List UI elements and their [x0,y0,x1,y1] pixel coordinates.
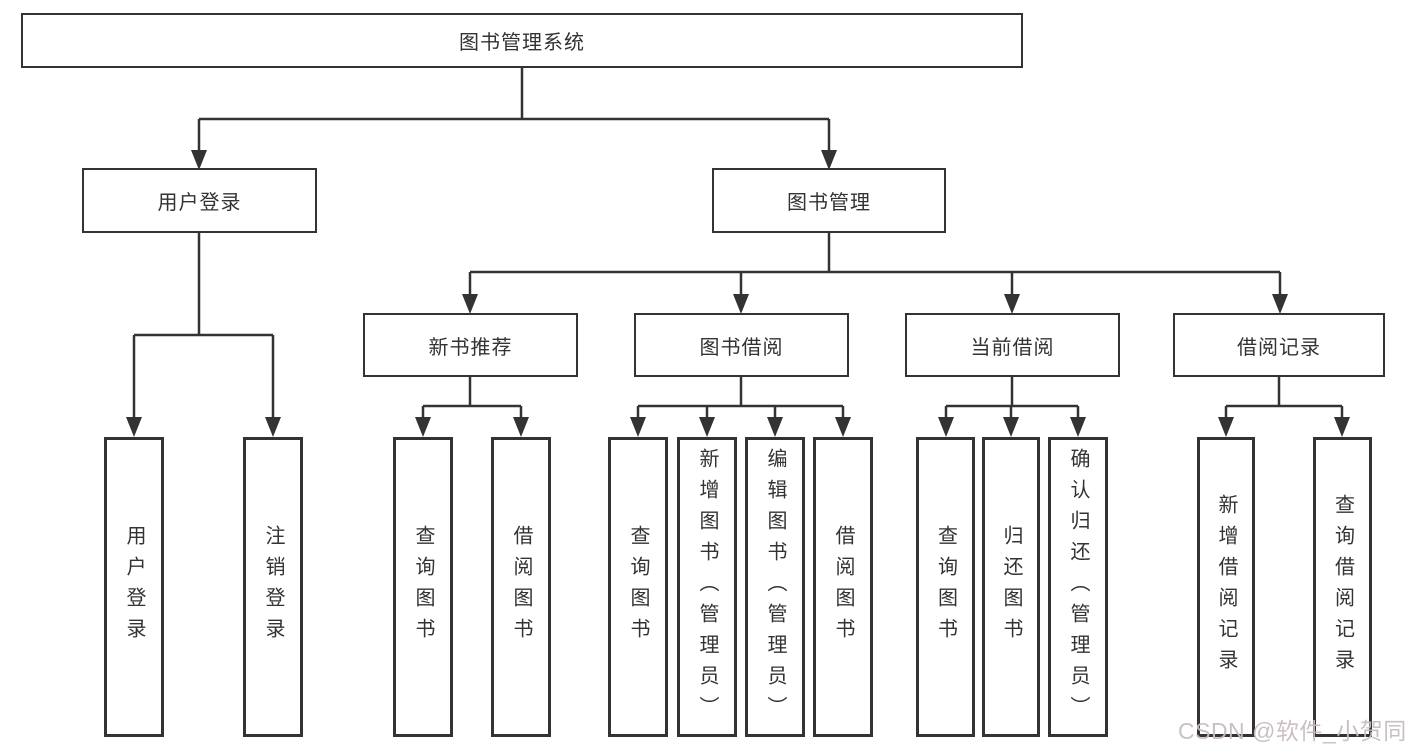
leaf-label: 查询图书 [627,525,649,649]
node-root-library-system: 图书管理系统 [21,13,1023,68]
node-book-borrowing: 图书借阅 [634,313,849,377]
leaf-label: 用户登录 [123,525,145,649]
leaf-return-books: 归还图书 [982,437,1040,737]
leaf-add-books-admin: 新增图书（管理员） [677,437,737,737]
leaf-borrow-books-recommend: 借阅图书 [491,437,551,737]
leaf-label: 查询图书 [412,525,434,649]
leaf-confirm-return-admin: 确认归还（管理员） [1048,437,1108,737]
leaf-add-borrow-record: 新增借阅记录 [1197,437,1255,737]
leaf-logout: 注销登录 [243,437,303,737]
leaf-label: 新增借阅记录 [1215,494,1237,680]
leaf-label: 确认归还（管理员） [1067,447,1089,727]
leaf-user-login: 用户登录 [104,437,164,737]
leaf-query-books-borrow: 查询图书 [608,437,668,737]
node-book-management: 图书管理 [712,168,946,233]
node-new-book-recommendation: 新书推荐 [363,313,578,377]
leaf-label: 归还图书 [1000,525,1022,649]
leaf-label: 借阅图书 [510,525,532,649]
leaf-edit-books-admin: 编辑图书（管理员） [745,437,805,737]
leaf-query-books-current: 查询图书 [916,437,975,737]
node-current-borrowing: 当前借阅 [905,313,1120,377]
leaf-label: 借阅图书 [832,525,854,649]
leaf-label: 查询图书 [934,525,957,649]
leaf-label: 查询借阅记录 [1331,494,1354,680]
node-borrowing-records: 借阅记录 [1173,313,1385,377]
leaf-label: 新增图书（管理员） [696,447,718,727]
node-user-login: 用户登录 [82,168,317,233]
leaf-label: 编辑图书（管理员） [764,447,786,727]
leaf-query-borrow-record: 查询借阅记录 [1313,437,1372,737]
csdn-watermark: CSDN @软件_小贺同学 [1178,718,1405,744]
leaf-borrow-books: 借阅图书 [813,437,873,737]
leaf-query-books-recommend: 查询图书 [393,437,453,737]
leaf-label: 注销登录 [262,525,284,649]
